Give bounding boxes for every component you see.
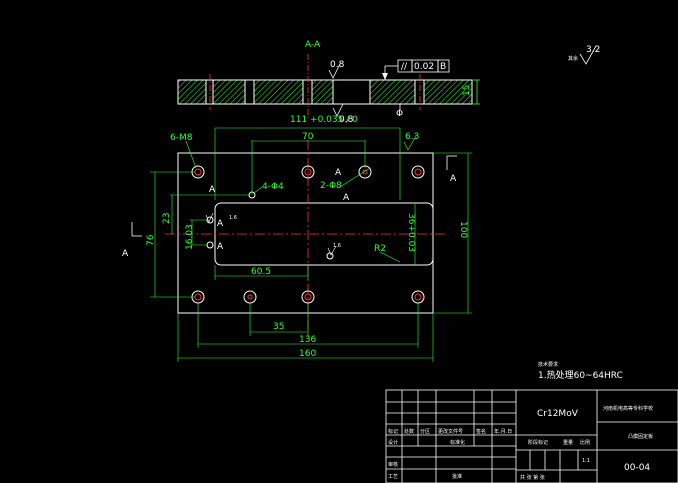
section-mark-a: A (335, 168, 342, 178)
design-label: 设计 (388, 439, 398, 446)
row-label-count: 处数 (404, 428, 414, 435)
section-mark-a: A (209, 185, 216, 195)
approve-label: 批准 (452, 473, 462, 480)
plan-view: 111 +0.035 / 0 70 6-M8 4-Φ4 2-Φ8 6.3 A A… (122, 115, 472, 362)
parallel-symbol: // (401, 62, 408, 72)
scale: 1:1 (582, 458, 590, 464)
threaded-hole (411, 165, 425, 179)
threaded-hole (301, 165, 315, 179)
dim-100: 100 (458, 221, 468, 238)
company: 河南机电高等专科学校 (603, 405, 653, 412)
datum-symbol: Φ (396, 109, 403, 119)
roughness-63: 6.3 (405, 132, 419, 142)
roughness-16-left: 1.6 (229, 215, 237, 221)
sheets-label: 共 张 第 张 (520, 474, 545, 481)
tech-req-title: 技术要求 (538, 361, 558, 368)
section-body (177, 79, 473, 105)
row-label-mark: 标记 (388, 428, 398, 435)
section-mark-a: A (450, 174, 457, 184)
dim-r2: R2 (374, 244, 386, 254)
dim-36: 36+0.03 (406, 213, 416, 252)
material: Cr12MoV (537, 409, 579, 419)
drawing-number: 00-04 (624, 463, 650, 473)
roughness-note: 其余 3.2 (568, 45, 600, 65)
section-hole (205, 79, 214, 105)
roughness-bottom: 0.8 (339, 115, 354, 125)
section-label: A-A (305, 40, 321, 50)
section-hole (414, 79, 425, 105)
roughness-16-bottom: 1.6 (333, 243, 341, 249)
section-mark-a-left: A (122, 249, 129, 259)
row-label-zone: 分区 (420, 428, 430, 435)
threaded-hole (411, 290, 425, 304)
section-hole (302, 79, 313, 105)
stage-label: 阶段标记 (528, 439, 548, 446)
pin-hole (243, 290, 257, 304)
dim-111-tolerance: 111 +0.035 / 0 (290, 115, 358, 125)
label-4xphi4: 4-Φ4 (262, 182, 284, 192)
thickness-dim: 15 (462, 85, 472, 96)
dim-160: 160 (299, 349, 316, 359)
parallel-value: 0.02 (414, 62, 434, 72)
label-2xphi8: 2-Φ8 (320, 181, 342, 191)
part-name: 凸模固定板 (628, 433, 653, 440)
roughness-note-prefix: 其余 (568, 55, 578, 62)
section-mark-a: A (217, 219, 224, 229)
small-hole (326, 252, 334, 260)
dim-76: 76 (146, 234, 156, 246)
standard-label: 标准化 (450, 439, 465, 446)
dim-70: 70 (302, 132, 314, 142)
roughness-note-value: 3.2 (586, 45, 600, 55)
label-6xM8: 6-M8 (170, 133, 193, 143)
dim-136: 136 (299, 335, 316, 345)
title-block (385, 389, 678, 483)
weight-label: 重量 (563, 439, 573, 446)
row-label-date: 年.月.日 (494, 428, 512, 435)
section-mark-a: A (343, 193, 350, 203)
row-label-sign: 签名 (476, 428, 486, 435)
dim-16-03: 16.03 (185, 224, 195, 250)
parallel-datum: B (440, 62, 446, 72)
section-mark-a: A (217, 242, 224, 252)
small-hole (206, 241, 214, 249)
tech-req-line1: 1.热处理60~64HRC (538, 369, 623, 381)
section-cavity (332, 79, 371, 105)
technical-requirements: 技术要求 1.热处理60~64HRC (538, 361, 623, 381)
ratio-label: 比例 (580, 439, 590, 446)
dim-23: 23 (162, 213, 172, 224)
title-block-text: Cr12MoV 河南机电高等专科学校 凸模固定板 00-04 1:1 标记 处数… (388, 405, 653, 481)
roughness-symbol (328, 63, 341, 79)
review-label: 审核 (388, 461, 398, 468)
roughness-top: 0.8 (330, 60, 345, 70)
section-view: A-A 0.8 0.8 // 0.02 B Φ 15 (177, 40, 480, 125)
dim-35: 35 (273, 322, 284, 332)
row-label-change: 更改文件号 (438, 428, 463, 435)
section-hole (244, 79, 255, 105)
craft-label: 工艺 (388, 474, 398, 480)
dim-60-5: 60.5 (251, 267, 271, 277)
roughness-symbol (332, 103, 344, 117)
